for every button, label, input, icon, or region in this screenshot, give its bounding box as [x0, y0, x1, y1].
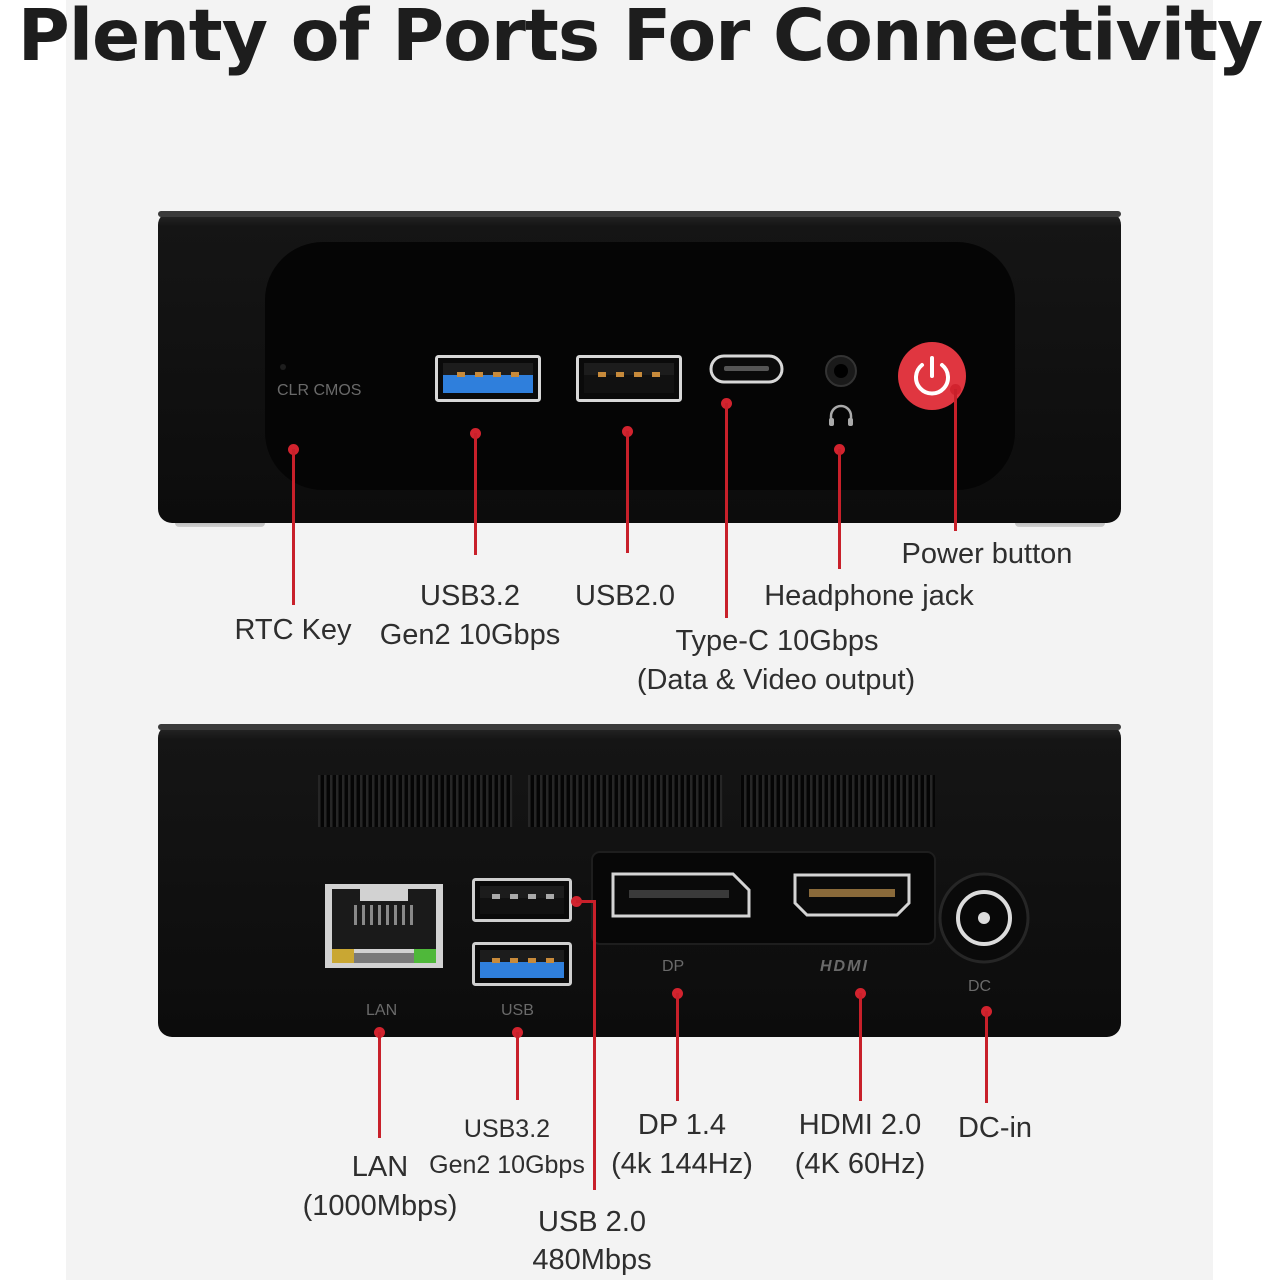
- dp-leader-line: [676, 993, 679, 1101]
- displayport-icon: [611, 872, 751, 918]
- headphone-jack-icon: [825, 355, 857, 387]
- dc-in-label: DC-in: [957, 1112, 1033, 1144]
- lan-leader-line: [378, 1032, 381, 1138]
- usb-c-port-icon: [709, 354, 784, 384]
- typec-label-line1: Type-C 10Gbps: [675, 625, 879, 657]
- usb20-rear-label-line1: USB 2.0: [538, 1206, 646, 1238]
- dc-jack-icon: [938, 872, 1030, 964]
- usb32-rear-label-line1: USB3.2: [463, 1115, 551, 1143]
- usb32-front-label-line2: Gen2 10Gbps: [379, 619, 561, 651]
- usb-silkscreen: USB: [501, 1002, 534, 1019]
- headphone-leader-line: [838, 449, 841, 569]
- rear-usb2-port-icon: [472, 878, 572, 922]
- power-button-label: Power button: [901, 538, 1073, 570]
- hdmi-leader-line: [859, 993, 862, 1101]
- dp-silkscreen: DP: [662, 958, 685, 975]
- typec-leader-line: [725, 403, 728, 618]
- rtc-key-label: RTC Key: [234, 614, 352, 646]
- typec-label-line2: (Data & Video output): [636, 664, 916, 696]
- ethernet-port-icon: [325, 884, 443, 968]
- hdmi-port-icon: [793, 873, 911, 917]
- usb32-front-leader-line: [474, 433, 477, 555]
- usb20-rear-leader-horizontal: [576, 900, 596, 903]
- dp-label-line1: DP 1.4: [637, 1109, 727, 1141]
- dc-leader-line: [985, 1011, 988, 1103]
- usb20-front-label: USB2.0: [575, 580, 675, 612]
- clr-cmos-silkscreen: CLR CMOS: [277, 382, 362, 399]
- usb20-rear-leader-line: [593, 900, 596, 1190]
- hdmi-label-line2: (4K 60Hz): [794, 1148, 926, 1180]
- usb32-rear-label-line2: Gen2 10Gbps: [429, 1151, 585, 1179]
- usb20-front-leader-line: [626, 431, 629, 553]
- usb2-port-icon: [576, 355, 682, 402]
- rear-usb3-port-icon: [472, 942, 572, 986]
- clr-cmos-pinhole-icon[interactable]: [278, 362, 288, 372]
- lan-label-line2: (1000Mbps): [302, 1190, 458, 1222]
- usb3-port-icon: [435, 355, 541, 402]
- lan-silkscreen: LAN: [366, 1002, 398, 1019]
- power-button-leader-line: [954, 389, 957, 531]
- rtc-key-leader-line: [292, 449, 295, 605]
- usb20-rear-label-line2: 480Mbps: [532, 1244, 652, 1276]
- headset-icon: [829, 404, 853, 426]
- hdmi-silkscreen: HDMI: [820, 958, 869, 975]
- power-button-icon[interactable]: [896, 340, 968, 412]
- page-title: Plenty of Ports For Connectivity: [17, 0, 1264, 77]
- usb32-front-label-line1: USB3.2: [420, 580, 520, 612]
- hdmi-label-line1: HDMI 2.0: [798, 1109, 922, 1141]
- dc-silkscreen: DC: [968, 978, 992, 995]
- headphone-label: Headphone jack: [764, 580, 974, 612]
- dp-label-line2: (4k 144Hz): [611, 1148, 753, 1180]
- lan-label-line1: LAN: [351, 1151, 409, 1183]
- usb32-rear-leader-line: [516, 1032, 519, 1100]
